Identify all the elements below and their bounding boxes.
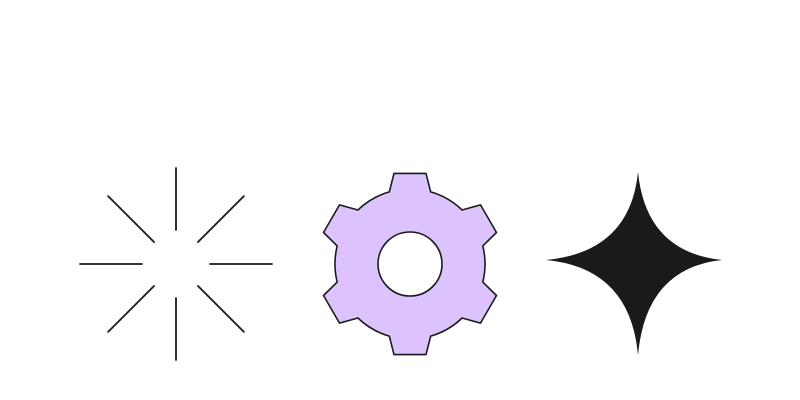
burst-line-5: [196, 195, 245, 244]
burst-lines-icon: [79, 167, 273, 361]
four-point-sparkle-icon: [546, 172, 722, 355]
sparkle-shape: [546, 172, 722, 355]
burst-line-7: [196, 284, 245, 333]
gear-body: [322, 172, 498, 356]
burst-line-8: [107, 284, 156, 333]
burst-line-6: [107, 195, 156, 244]
gear-icon: [322, 172, 498, 356]
